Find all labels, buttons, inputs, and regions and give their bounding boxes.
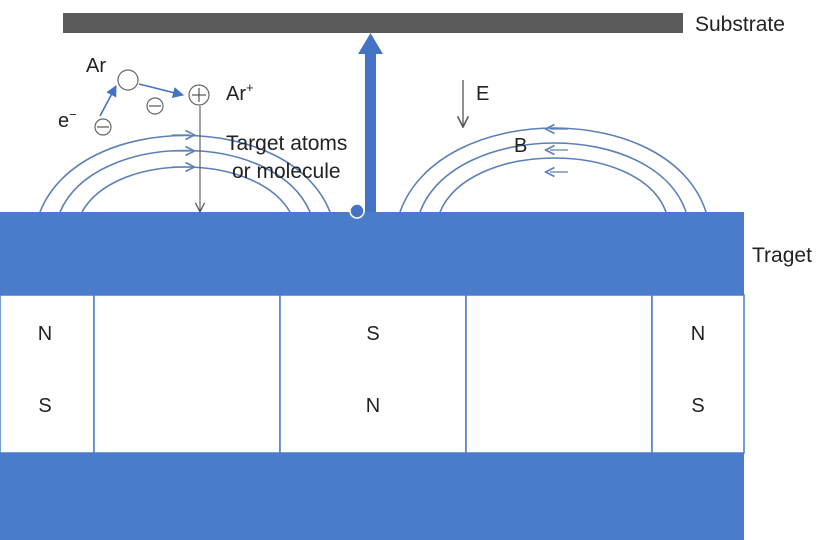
magnet-body <box>93 294 281 454</box>
magnet-1: NS <box>0 294 95 454</box>
left-field-lines <box>39 134 331 213</box>
magnet-body <box>279 294 467 454</box>
sputtered-label-line1: Target atoms <box>226 132 347 155</box>
field-line-right-middle <box>419 142 687 213</box>
target-label: Traget <box>752 244 812 267</box>
electron-trajectory-up <box>99 85 117 117</box>
argon-label: Ar <box>86 55 106 77</box>
magnet-3-bottom-pole: N <box>366 395 380 417</box>
sputter-arrow-shaft <box>365 52 376 212</box>
free-electron <box>146 97 164 115</box>
magnet-2 <box>93 294 281 454</box>
argon-ion <box>188 84 210 106</box>
sputtered-label-line2: or molecule <box>232 160 341 183</box>
magnet-3-top-pole: S <box>366 323 379 345</box>
field-line-right-inner <box>439 157 667 213</box>
right-field-lines <box>399 128 707 213</box>
magnet-5: NS <box>651 294 745 454</box>
electron-label: e− <box>58 107 77 132</box>
substrate-bar <box>63 13 683 33</box>
magnetic-field-label: B <box>514 135 527 157</box>
argon-atom <box>117 69 139 91</box>
electron-trajectory-right <box>138 83 185 98</box>
electron <box>94 118 112 136</box>
sputter-arrow-head <box>358 33 383 54</box>
magnet-1-bottom-pole: S <box>38 395 51 417</box>
magnet-body <box>0 294 95 454</box>
circle-icon <box>117 69 139 91</box>
magnet-3: SN <box>279 294 467 454</box>
magnet-body <box>651 294 745 454</box>
sputter-origin-dot <box>349 203 365 219</box>
magnet-5-bottom-pole: S <box>691 395 704 417</box>
base-plate <box>0 453 744 540</box>
target-plate <box>0 212 744 295</box>
magnet-4 <box>465 294 653 454</box>
argon-ion-label: Ar+ <box>226 80 254 105</box>
magnet-5-top-pole: N <box>691 323 705 345</box>
field-line-left-outer <box>39 134 331 213</box>
electric-field-label: E <box>476 83 489 105</box>
magnet-1-top-pole: N <box>38 323 52 345</box>
substrate-label: Substrate <box>695 13 785 36</box>
magnet-body <box>465 294 653 454</box>
